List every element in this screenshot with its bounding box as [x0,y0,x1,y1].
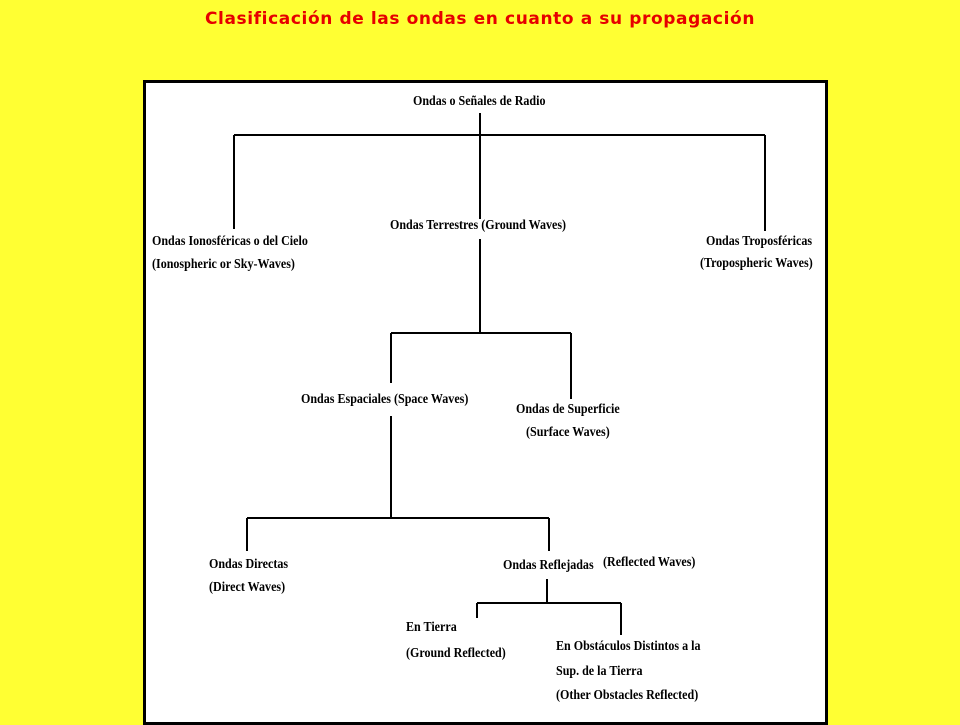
page-title: Clasificación de las ondas en cuanto a s… [204,9,756,29]
node-reflected: Ondas Reflejadas [503,558,594,573]
node-ground-reflected-en: (Ground Reflected) [406,646,506,661]
node-direct-en: (Direct Waves) [209,580,286,595]
node-surface-en: (Surface Waves) [526,425,610,440]
node-obstacles: En Obstáculos Distintos a la [556,639,701,654]
node-spatial: Ondas Espaciales (Space Waves) [301,392,469,407]
node-tropospheric-en: (Tropospheric Waves) [700,256,813,271]
node-obstacles-en: (Other Obstacles Reflected) [556,688,699,703]
node-obstacles-2: Sup. de la Tierra [556,664,643,679]
node-tropospheric: Ondas Troposféricas [706,234,813,249]
node-reflected-en: (Reflected Waves) [603,555,696,570]
node-ionospheric-en: (Ionospheric or Sky-Waves) [152,257,295,272]
node-terrestrial: Ondas Terrestres (Ground Waves) [390,218,567,233]
node-surface: Ondas de Superficie [516,402,620,417]
connector-lines [233,113,766,635]
node-root: Ondas o Señales de Radio [413,94,546,109]
node-ground-reflected: En Tierra [406,620,457,635]
diagram-panel: Ondas o Señales de Radio Ondas Ionosféri… [143,80,828,725]
node-ionospheric: Ondas Ionosféricas o del Cielo [152,234,308,249]
node-direct: Ondas Directas [209,557,289,572]
